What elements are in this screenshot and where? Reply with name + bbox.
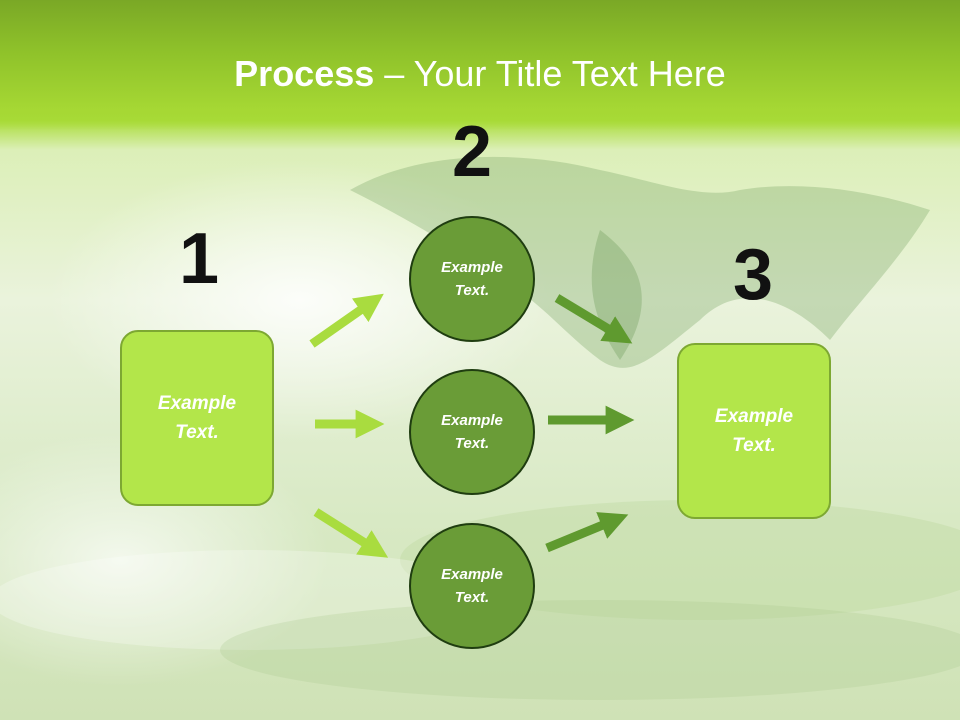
arrow-1-to-bottom — [313, 508, 389, 558]
step-number-2: 2 — [451, 112, 493, 192]
title-bar — [0, 0, 960, 130]
title-bold: Process — [234, 53, 375, 94]
circle-top: Example Text. — [409, 216, 535, 342]
arrow-bottom-to-3 — [545, 512, 629, 553]
circle-middle: Example Text. — [409, 369, 535, 495]
title-rest: – Your Title Text Here — [374, 53, 726, 94]
step-box-1-text: Example Text. — [157, 393, 237, 443]
circle-middle-text: Example Text. — [441, 412, 503, 452]
arrow-1-to-top — [309, 293, 384, 348]
step-box-3: Example Text. — [677, 343, 831, 519]
step-box-3-text: Example Text. — [714, 406, 794, 456]
arrow-top-to-3 — [554, 294, 633, 344]
step-box-1: Example Text. — [120, 330, 274, 506]
step-number-3: 3 — [732, 235, 774, 315]
step-number-1: 1 — [178, 219, 220, 299]
circle-bottom-text: Example Text. — [441, 566, 503, 606]
circle-bottom: Example Text. — [409, 523, 535, 649]
circle-top-text: Example Text. — [441, 259, 503, 299]
page-title: Process – Your Title Text Here — [0, 52, 960, 96]
